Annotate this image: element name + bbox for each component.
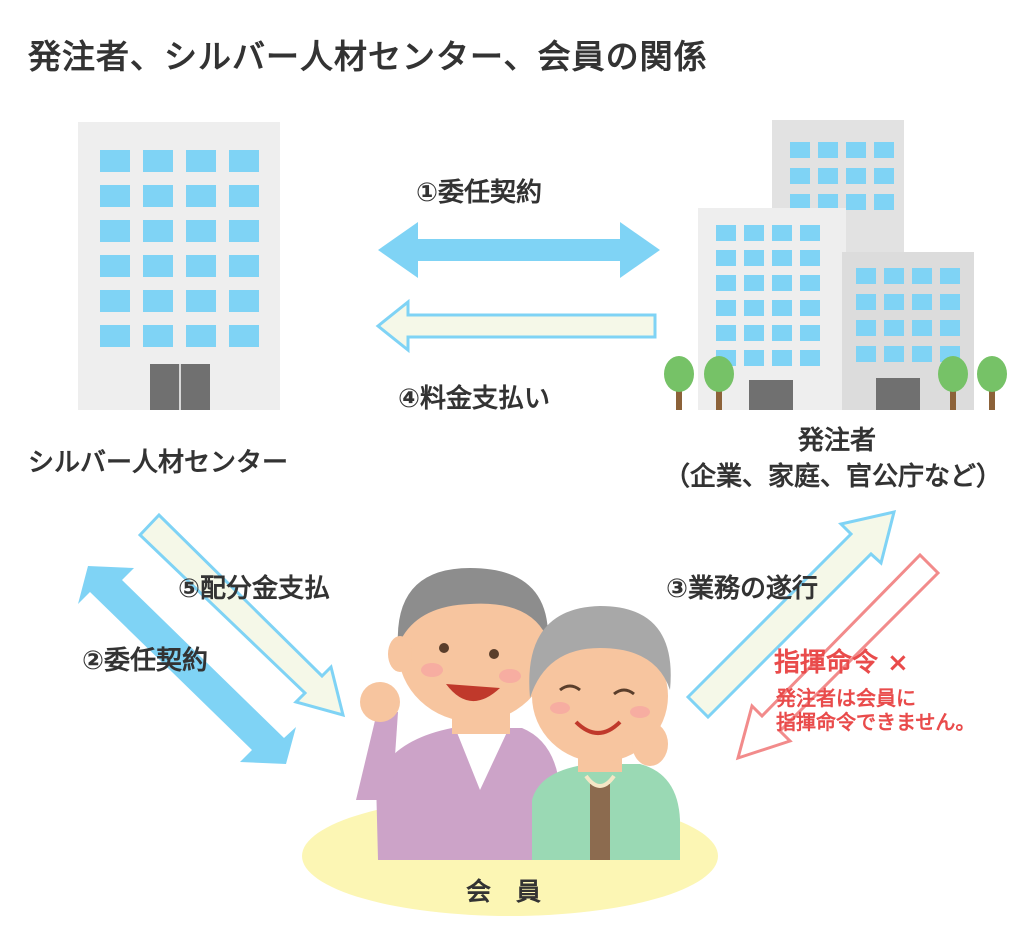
fee-payment-4-arrow: [378, 302, 655, 350]
node-label-orderer: 発注者: [798, 420, 876, 457]
grandpa-icon: [356, 568, 560, 860]
edge-label-distribution-5: ⑤配分金支払: [178, 568, 330, 605]
command-note-line-2: 指揮命令できません。: [776, 706, 975, 735]
command-prohibited-label: 指揮命令 ×: [774, 642, 909, 679]
edge-label-contract-1: ①委任契約: [416, 172, 542, 209]
edge-label-contract-2: ②委任契約: [82, 640, 208, 677]
orderer-buildings-icon: [664, 120, 1007, 410]
edge-label-fee-payment-4: ④料金支払い: [398, 378, 550, 415]
edge-label-work-3: ③業務の遂行: [666, 568, 818, 605]
node-label-silver-center: シルバー人材センター: [28, 442, 288, 479]
contract-1-arrow: [378, 222, 660, 278]
silver-center-building-icon: [78, 122, 280, 410]
distribution-5-arrow: [140, 515, 343, 715]
node-label-member: 会 員: [466, 872, 541, 908]
grandma-icon: [529, 606, 680, 860]
node-label-orderer-sub: （企業、家庭、官公庁など）: [664, 456, 1002, 493]
